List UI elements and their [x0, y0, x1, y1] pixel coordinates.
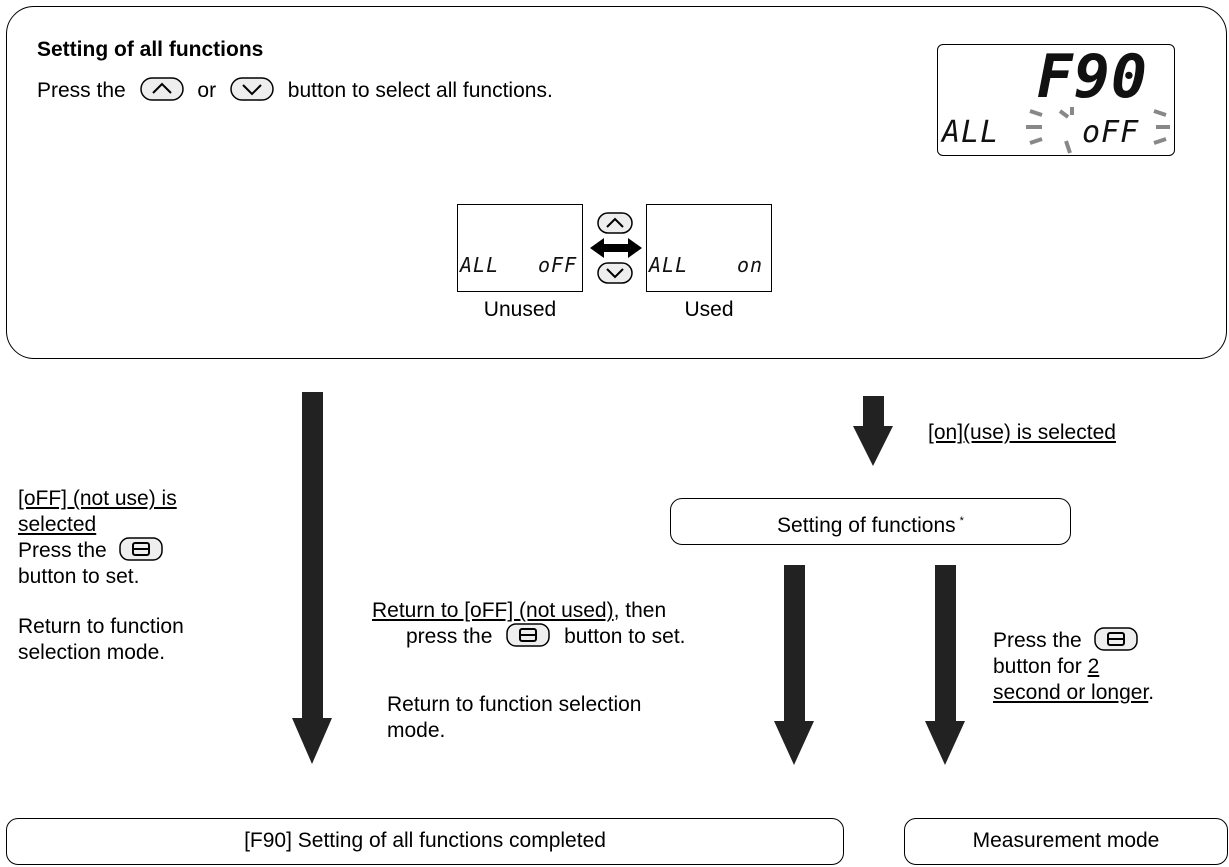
all-functions-completed-box: [F90] Setting of all functions completed [6, 818, 844, 865]
lcd-main-code: F90 [1036, 42, 1148, 112]
middle-press-the: press the [406, 625, 493, 648]
used-caption: Used [684, 298, 734, 321]
left-button-to-set: button to set. [18, 565, 140, 588]
small-down-button-icon[interactable] [597, 262, 633, 284]
measurement-box-label: Measurement mode [972, 829, 1160, 852]
unused-lcd-display: ALL oFF [457, 204, 583, 292]
left-branch-text: [oFF] (not use) is selected Press the bu… [18, 486, 278, 666]
set-button-icon[interactable] [506, 623, 550, 648]
right-down-arrow [925, 565, 965, 765]
measurement-mode-box: Measurement mode [904, 818, 1228, 865]
setting-of-functions-box: Setting of functions* [670, 498, 1071, 545]
far-right-period: . [1148, 681, 1155, 704]
left-down-arrow [292, 392, 332, 764]
used-lcd-display: ALL on [646, 204, 772, 292]
instruction-pre: Press the [37, 79, 126, 102]
unused-lcd-left: ALL [460, 253, 500, 277]
far-right-second-or-longer: second or longer [993, 681, 1149, 704]
lcd-sub-left: ALL [942, 115, 1000, 150]
instruction-post: button to select all functions. [287, 79, 553, 102]
panel-title: Setting of all functions [37, 38, 264, 61]
used-lcd-left: ALL [649, 253, 689, 277]
up-button-icon[interactable] [139, 77, 184, 102]
far-right-two: 2 [1087, 655, 1100, 678]
off-selected-line1: [oFF] (not use) is [18, 487, 177, 510]
functions-asterisk: * [959, 515, 964, 527]
panel-instruction: Press the or button to select all functi… [37, 77, 553, 104]
middle-branch-text: Return to [oFF] (not used), then press t… [372, 598, 752, 650]
middle-down-arrow [774, 565, 814, 765]
far-right-branch-text: Press the button for 2 second or longer. [993, 627, 1229, 706]
functions-box-label: Setting of functions [777, 514, 956, 537]
main-lcd-display: F90 ALL oFF [937, 44, 1175, 156]
far-right-button-for: button for [993, 655, 1082, 678]
on-selected-label: [on](use) is selected [928, 421, 1116, 444]
middle-return-line2: mode. [387, 719, 446, 742]
left-press-the: Press the [18, 539, 107, 562]
set-button-icon[interactable] [1093, 627, 1138, 652]
completed-box-label: [F90] Setting of all functions completed [244, 829, 606, 852]
unused-caption: Unused [483, 298, 557, 321]
unused-lcd-right: oFF [538, 253, 578, 277]
left-return-line2: selection mode. [18, 641, 166, 664]
lcd-sub-right: oFF [1082, 115, 1140, 150]
set-button-icon[interactable] [118, 537, 163, 562]
middle-return-text: Return to function selection mode. [387, 692, 747, 744]
middle-return-underlined: Return to [oFF] (not used) [372, 599, 614, 622]
down-button-icon[interactable] [230, 77, 274, 102]
middle-button-to-set: button to set. [564, 625, 686, 648]
off-selected-line2: selected [18, 513, 97, 536]
on-selected-arrow [853, 396, 893, 466]
instruction-or: or [197, 79, 217, 102]
blink-marks-icon [1026, 107, 1170, 154]
used-lcd-right: on [737, 253, 764, 277]
middle-return-rest: , then [613, 599, 667, 622]
small-up-button-icon[interactable] [597, 212, 633, 234]
left-return-line1: Return to function [18, 615, 184, 638]
middle-return-line1: Return to function selection [387, 693, 642, 716]
far-right-press-the: Press the [993, 629, 1082, 652]
toggle-arrow-icon [590, 238, 642, 258]
